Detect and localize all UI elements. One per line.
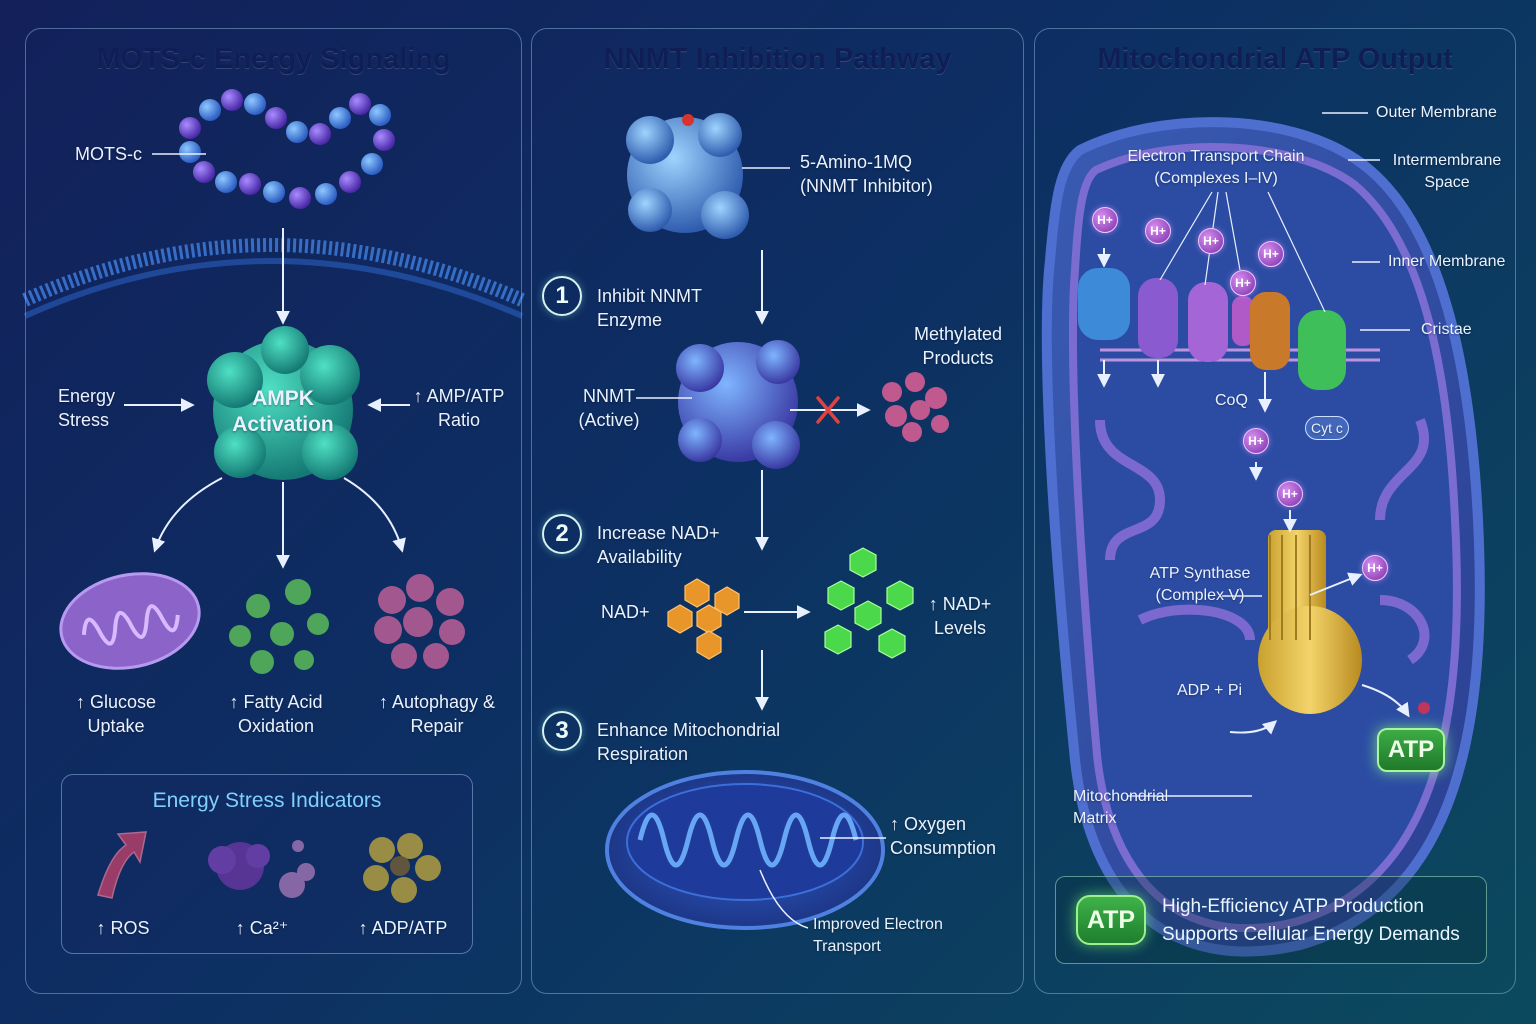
left-panel-art <box>22 89 525 903</box>
protein-cluster-icon <box>374 574 465 669</box>
calcium-icon <box>208 840 315 898</box>
oxygen-consumption-text: ↑ Oxygen Consumption <box>890 814 997 858</box>
mots-c-label: MOTS-c <box>75 144 142 164</box>
outcome-fatty-acid-oxidation: ↑ Fatty Acid Oxidation <box>216 690 336 738</box>
intermembrane-space-text: Intermembrane Space <box>1392 152 1502 191</box>
step-2-text: Increase NAD+ Availability <box>597 523 720 567</box>
summary-line-1: High-Efficiency ATP Production <box>1162 896 1424 917</box>
mots-c-panel: MOTS-c Energy Signaling Energy Stress In… <box>25 28 522 994</box>
outcome-glucose-text: ↑ Glucose Uptake <box>75 692 157 736</box>
proton-icon: H+ <box>1230 270 1256 296</box>
atp-synthase-text: ATP Synthase (Complex V) <box>1149 565 1251 604</box>
step-1-text: Inhibit NNMT Enzyme <box>597 286 702 330</box>
etc-text: Electron Transport Chain (Complexes I–IV… <box>1127 148 1305 187</box>
rising-arrow-icon <box>97 831 147 899</box>
ampk-protein-icon <box>207 326 360 480</box>
proton-icon: H+ <box>1198 228 1224 254</box>
nad-levels-label: ↑ NAD+ Levels <box>915 592 1005 640</box>
indicator-ros-label: ↑ ROS <box>96 918 150 938</box>
energy-stress-text: Energy Stress <box>58 386 116 430</box>
proton-icon: H+ <box>1145 218 1171 244</box>
inhibitor-label: 5-Amino-1MQ (NNMT Inhibitor) <box>800 150 950 198</box>
adp-atp-icon <box>363 833 441 903</box>
proton-icon: H+ <box>1258 241 1284 267</box>
atp-output-panel: Mitochondrial ATP Output <box>1034 28 1516 994</box>
coq-label: CoQ <box>1215 392 1248 409</box>
outcome-glucose-uptake: ↑ Glucose Uptake <box>61 690 171 738</box>
cristae-label: Cristae <box>1421 321 1472 338</box>
nnmt-enzyme-icon <box>676 340 800 469</box>
cyt-c-label: Cyt c <box>1305 416 1349 440</box>
mitochondrion-respiration-icon <box>605 770 885 930</box>
etc-label: Electron Transport Chain (Complexes I–IV… <box>1116 146 1316 190</box>
panel-title-nnmt: NNMT Inhibition Pathway <box>603 43 952 75</box>
panel-title-atp: Mitochondrial ATP Output <box>1097 43 1453 75</box>
step-3-text: Enhance Mitochondrial Respiration <box>597 720 781 764</box>
mitochondrial-matrix-text: Mitochondrial Matrix <box>1073 788 1169 827</box>
step-3-label: Enhance Mitochondrial Respiration <box>597 718 807 766</box>
atp-synthase-label: ATP Synthase (Complex V) <box>1130 563 1270 607</box>
summary-line-2: Supports Cellular Energy Demands <box>1162 924 1460 945</box>
step-1-circle: 1 <box>542 276 582 316</box>
adp-pi-label: ADP + Pi <box>1177 682 1243 699</box>
oxygen-consumption-label: ↑ Oxygen Consumption <box>890 812 1010 860</box>
mitochondrial-matrix-label: Mitochondrial Matrix <box>1073 786 1183 830</box>
ampk-activation-text: AMPK Activation <box>232 387 334 436</box>
nad-levels-icon <box>824 547 914 659</box>
energy-stress-label: Energy Stress <box>58 384 128 432</box>
proton-icon: H+ <box>1243 428 1269 454</box>
nad-molecules-icon <box>667 578 740 660</box>
outcome-autophagy-text: ↑ Autophagy & Repair <box>378 692 496 736</box>
step-2-circle: 2 <box>542 514 582 554</box>
methylated-products-label: Methylated Products <box>903 322 1013 370</box>
right-panel-art <box>1041 112 1485 957</box>
outer-membrane-label: Outer Membrane <box>1376 104 1497 121</box>
green-molecules-icon <box>229 579 329 674</box>
nad-levels-text: ↑ NAD+ Levels <box>928 594 992 638</box>
panel-title-mots-c: MOTS-c Energy Signaling <box>96 43 451 75</box>
ampk-activation-label: AMPK Activation <box>213 386 353 438</box>
proton-icon: H+ <box>1277 481 1303 507</box>
intermembrane-space-label: Intermembrane Space <box>1387 150 1507 194</box>
electron-transport-complexes-icon <box>1078 268 1346 390</box>
mitochondrion-icon <box>59 572 201 670</box>
blocked-x-icon <box>816 396 840 424</box>
energy-stress-indicators-box: Energy Stress Indicators <box>61 774 473 954</box>
nnmt-panel: NNMT Inhibition Pathway <box>531 28 1024 994</box>
atp-product-badge: ATP <box>1377 728 1445 772</box>
inhibitor-text: 5-Amino-1MQ (NNMT Inhibitor) <box>800 152 933 196</box>
nad-label: NAD+ <box>601 602 650 622</box>
atp-summary-box: ATP High-Efficiency ATP Production Suppo… <box>1055 876 1487 964</box>
mots-c-peptide-icon <box>179 89 395 209</box>
summary-text: High-Efficiency ATP Production Supports … <box>1162 893 1460 949</box>
electron-transport-text: Improved Electron Transport <box>813 916 943 955</box>
step-1-label: Inhibit NNMT Enzyme <box>597 284 727 332</box>
nnmt-active-text: NNMT (Active) <box>578 386 640 430</box>
summary-atp-badge: ATP <box>1076 895 1146 945</box>
amp-atp-ratio-text: ↑ AMP/ATP Ratio <box>413 386 505 430</box>
outcome-fatty-acid-text: ↑ Fatty Acid Oxidation <box>229 692 323 736</box>
methylated-products-icon <box>882 372 949 442</box>
step-2-label: Increase NAD+ Availability <box>597 521 737 569</box>
proton-icon: H+ <box>1092 207 1118 233</box>
electron-transport-label: Improved Electron Transport <box>813 914 953 958</box>
methylated-products-text: Methylated Products <box>913 324 1003 368</box>
atp-synthase-icon <box>1258 530 1362 714</box>
outcome-autophagy-repair: ↑ Autophagy & Repair <box>377 690 497 738</box>
proton-icon: H+ <box>1362 555 1388 581</box>
indicators-title: Energy Stress Indicators <box>152 789 382 812</box>
indicator-adp-atp-label: ↑ ADP/ATP <box>358 918 448 938</box>
step-3-circle: 3 <box>542 711 582 751</box>
middle-panel-art <box>605 113 949 930</box>
indicator-calcium-label: ↑ Ca²⁺ <box>235 918 289 938</box>
nnmt-active-label: NNMT (Active) <box>569 384 649 432</box>
inhibitor-protein-icon <box>626 113 749 239</box>
amp-atp-ratio-label: ↑ AMP/ATP Ratio <box>404 384 514 432</box>
inner-membrane-label: Inner Membrane <box>1388 253 1506 270</box>
